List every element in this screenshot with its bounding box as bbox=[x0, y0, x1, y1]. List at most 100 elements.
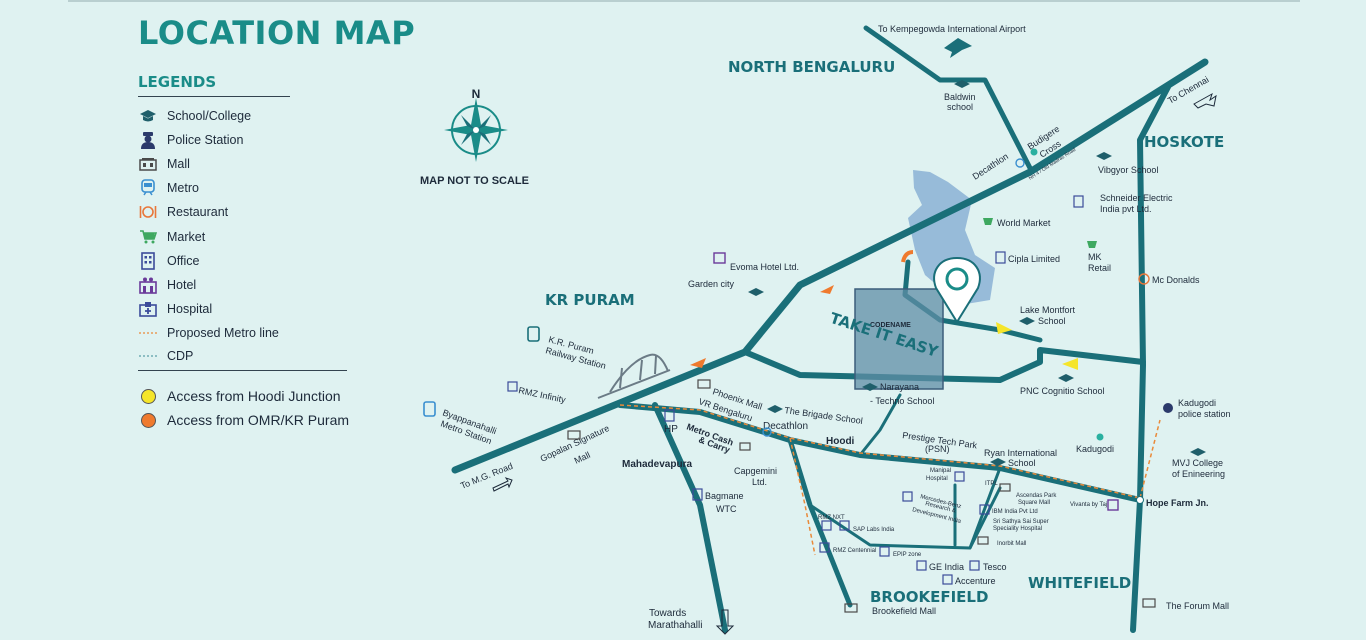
road-network bbox=[451, 25, 1209, 633]
office-icon bbox=[664, 409, 675, 422]
location-pin-ring bbox=[945, 267, 969, 291]
project-codename: CODENAME bbox=[870, 322, 911, 329]
label-ryan: Ryan International bbox=[984, 448, 1057, 458]
legend-item-police: Police Station bbox=[138, 130, 243, 150]
proposed-metro-line bbox=[619, 404, 1161, 556]
airplane-icon bbox=[944, 38, 972, 58]
market-icon bbox=[983, 218, 993, 225]
mall-icon bbox=[844, 603, 858, 613]
legend-label: Metro bbox=[167, 181, 199, 195]
label-decathlon-north: Decathlon bbox=[971, 151, 1010, 181]
school-icon bbox=[954, 80, 970, 88]
label-schneider: Schneider Electric bbox=[1100, 193, 1173, 203]
office-icon bbox=[819, 542, 830, 553]
label-lake-montfort-2: School bbox=[1038, 316, 1066, 326]
restaurant-icon bbox=[1138, 273, 1150, 285]
label-rmz-infinity: RMZ Infinity bbox=[518, 385, 568, 405]
school-icon bbox=[138, 107, 158, 125]
label-rmz-nxt: RMZ NXT bbox=[818, 515, 845, 521]
school-icon bbox=[1019, 317, 1035, 325]
label-bagmane-2: WTC bbox=[716, 504, 737, 514]
label-schneider-2: India pvt Ltd. bbox=[1100, 204, 1152, 214]
label-gopalan-2: Mall bbox=[573, 450, 592, 466]
bridge-icon bbox=[597, 353, 671, 399]
label-ryan-2: School bbox=[1008, 458, 1036, 468]
office-icon bbox=[995, 251, 1006, 264]
label-baldwin-2: school bbox=[947, 102, 973, 112]
legend-label: School/College bbox=[167, 109, 252, 123]
area-hoskote: HOSKOTE bbox=[1144, 133, 1224, 151]
legend-label: Hotel bbox=[167, 278, 197, 292]
label-capgemini: Capgemini bbox=[734, 466, 777, 476]
label-mvj-2: of Enineering bbox=[1172, 469, 1225, 479]
label-airport: To Kempegowda International Airport bbox=[878, 24, 1026, 34]
metro-icon bbox=[138, 179, 158, 197]
label-ascendas-2: Square Mall bbox=[1018, 500, 1050, 506]
label-decathlon-south: Decathlon bbox=[763, 421, 808, 432]
office-icon bbox=[507, 381, 518, 392]
police-icon bbox=[138, 131, 158, 149]
map-scale-note: MAP NOT TO SCALE bbox=[420, 175, 529, 187]
label-brookefield-mall: Brookefield Mall bbox=[872, 606, 936, 616]
legend-divider-bottom bbox=[138, 370, 347, 371]
legend-item-metro: Metro bbox=[138, 178, 199, 198]
label-baldwin: Baldwin bbox=[944, 92, 976, 102]
office-icon bbox=[821, 520, 832, 531]
label-evoma: Evoma Hotel Ltd. bbox=[730, 262, 799, 272]
label-sap: SAP Labs India bbox=[853, 527, 895, 533]
legend-label: CDP bbox=[167, 349, 194, 363]
legend-item-market: Market bbox=[138, 227, 205, 247]
label-forum-mall: The Forum Mall bbox=[1166, 601, 1229, 611]
mall-icon bbox=[999, 483, 1011, 492]
hotel-icon bbox=[138, 276, 158, 294]
poi-icons bbox=[748, 80, 1206, 466]
office-icon bbox=[916, 560, 927, 571]
legend-label: Market bbox=[167, 230, 206, 244]
hotel-icon bbox=[1107, 499, 1119, 511]
label-vivanta: Vivanta by Taj bbox=[1070, 502, 1107, 508]
office-icon bbox=[138, 252, 158, 270]
office-icon bbox=[1073, 195, 1084, 208]
legend-label: Access from OMR/KR Puram bbox=[167, 412, 350, 428]
label-cipla: Cipla Limited bbox=[1008, 254, 1060, 264]
label-towards: Towards bbox=[649, 608, 686, 619]
proposed-metro-line-icon bbox=[138, 324, 158, 342]
legend-item-school: School/College bbox=[138, 106, 251, 126]
mall-icons bbox=[567, 379, 1156, 613]
label-rmz-centennial: RMZ Centennial bbox=[833, 548, 876, 554]
label-narayana-2: - Techno School bbox=[870, 396, 934, 406]
label-manipal: Manipal bbox=[930, 468, 951, 474]
compass-north-label: N bbox=[472, 87, 481, 101]
area-whitefield: WHITEFIELD bbox=[1028, 574, 1131, 592]
area-brookefield: BROOKEFIELD bbox=[870, 588, 988, 606]
office-icons bbox=[507, 195, 1084, 585]
legend-label: Office bbox=[167, 254, 200, 268]
label-manipal-2: Hospital bbox=[926, 476, 948, 482]
arrow-mg-road-icon bbox=[492, 477, 513, 492]
office-icon bbox=[839, 520, 850, 531]
project-site-box bbox=[854, 288, 944, 390]
legend-label: Access from Hoodi Junction bbox=[167, 388, 341, 404]
metro-icon bbox=[762, 427, 772, 437]
school-icon bbox=[990, 458, 1006, 466]
legend-item-proposed-metro: Proposed Metro line bbox=[138, 323, 279, 343]
label-hoodi: Hoodi bbox=[826, 436, 855, 447]
arrow-marathahalli-icon bbox=[715, 609, 735, 635]
mall-icon bbox=[138, 155, 158, 173]
cdp-line-icon bbox=[138, 347, 158, 365]
police-icon bbox=[1163, 403, 1173, 413]
legend-label: Hospital bbox=[167, 302, 213, 316]
access-arrows bbox=[690, 250, 1078, 370]
label-sathya: Sri Sathya Sai Super bbox=[993, 519, 1049, 525]
legend-access-omr: Access from OMR/KR Puram bbox=[138, 410, 349, 430]
school-icon bbox=[1190, 448, 1206, 456]
office-icon bbox=[942, 574, 953, 585]
page-title: LOCATION MAP bbox=[138, 14, 416, 52]
label-inorbit: Inorbit Mall bbox=[997, 541, 1026, 547]
orange-dot-icon bbox=[140, 412, 156, 428]
school-icon bbox=[748, 288, 764, 296]
school-icon bbox=[1096, 152, 1112, 160]
area-kr-puram: KR PURAM bbox=[545, 291, 635, 309]
legend-item-hospital: Hospital bbox=[138, 299, 212, 319]
